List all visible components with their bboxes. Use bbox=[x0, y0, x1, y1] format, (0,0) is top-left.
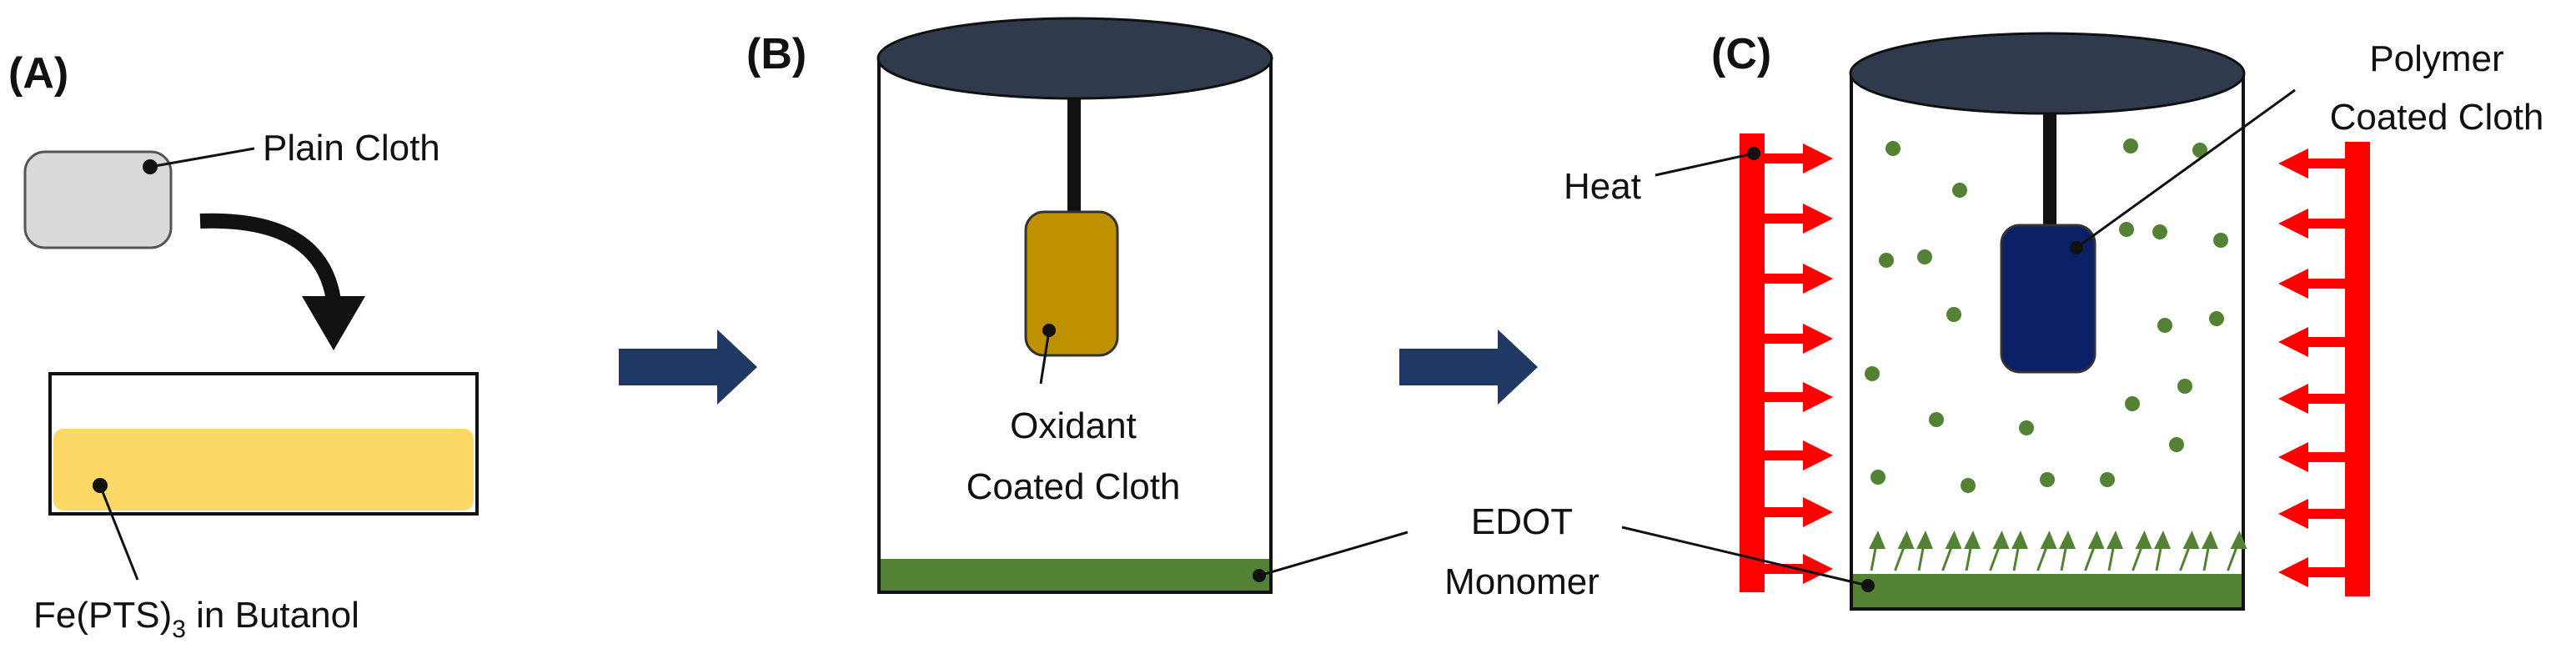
heat-arrow-icon bbox=[1763, 497, 1833, 527]
edot-vapor-arrows bbox=[1869, 531, 2247, 571]
edot-vapor-dot bbox=[1870, 470, 1886, 485]
polymer-cloth-leader-line bbox=[2076, 88, 2296, 249]
heat-arrow-icon bbox=[2278, 499, 2347, 529]
chamber-b-hanger bbox=[1067, 98, 1081, 215]
edot-vapor-particles bbox=[1865, 138, 2228, 493]
vapor-arrow-icon bbox=[2011, 531, 2028, 571]
solution-leader-line bbox=[98, 485, 139, 581]
edot-vapor-dot bbox=[1961, 478, 1976, 493]
edot-vapor-dot bbox=[2169, 437, 2184, 452]
heat-arrow-icon bbox=[1763, 204, 1833, 234]
edot-vapor-dot bbox=[2152, 224, 2167, 239]
edot-label-line1: EDOT bbox=[1471, 501, 1573, 542]
plain-cloth-label: Plain Cloth bbox=[263, 128, 440, 169]
polymer-cloth-label-line1: Polymer bbox=[2369, 38, 2503, 79]
edot-vapor-dot bbox=[2192, 143, 2207, 158]
panel-c-label: (C) bbox=[1711, 30, 1771, 78]
curved-down-arrow-icon bbox=[199, 213, 365, 350]
vapor-arrow-icon bbox=[2106, 531, 2123, 571]
panel-b-label: (B) bbox=[746, 30, 806, 78]
heat-arrow-icon bbox=[2278, 442, 2347, 472]
heat-arrow-icon bbox=[1763, 440, 1833, 470]
heater-right bbox=[2345, 142, 2370, 596]
heat-arrows bbox=[1763, 143, 2347, 587]
edot-b-leader-line bbox=[1258, 531, 1409, 577]
panel-a: (A) Plain Cloth Fe(PTS)3 in Butanol bbox=[8, 49, 479, 643]
edot-vapor-dot bbox=[2040, 472, 2055, 487]
heat-arrow-icon bbox=[1763, 143, 1833, 174]
vapor-arrow-icon bbox=[2084, 531, 2105, 571]
edot-vapor-dot bbox=[2157, 318, 2172, 333]
heater-left bbox=[1740, 133, 1765, 592]
plain-cloth-leader-line bbox=[149, 147, 255, 169]
edot-vapor-dot bbox=[1879, 253, 1894, 268]
polymer-cloth-label-line2: Coated Cloth bbox=[2330, 97, 2544, 138]
heat-arrow-icon bbox=[2278, 209, 2347, 239]
oxidant-cloth-label-line1: Oxidant bbox=[1010, 405, 1137, 446]
vapor-arrow-icon bbox=[2059, 531, 2076, 571]
panel-a-label: (A) bbox=[8, 49, 68, 98]
heat-arrow-icon bbox=[1763, 324, 1833, 354]
iron-tosylate-solution bbox=[53, 429, 474, 511]
chamber-c-hanger bbox=[2043, 113, 2056, 230]
edot-vapor-dot bbox=[1917, 249, 1932, 264]
edot-vapor-dot bbox=[1946, 307, 1961, 322]
heat-arrow-icon bbox=[1763, 382, 1833, 412]
edot-label-line2: Monomer bbox=[1444, 561, 1599, 602]
edot-vapor-dot bbox=[1886, 141, 1901, 156]
edot-vapor-dot bbox=[2125, 396, 2140, 411]
edot-vapor-dot bbox=[1865, 366, 1880, 381]
solution-label: Fe(PTS)3 in Butanol bbox=[33, 595, 359, 643]
edot-vapor-dot bbox=[2213, 233, 2228, 248]
vapor-arrow-icon bbox=[1894, 531, 1915, 571]
vapor-arrow-icon bbox=[2179, 531, 2200, 571]
polymer-coated-cloth bbox=[2000, 224, 2096, 374]
edot-vapor-dot bbox=[2123, 138, 2138, 153]
vapor-arrow-icon bbox=[2154, 531, 2171, 571]
oxidant-cloth-label-line2: Coated Cloth bbox=[967, 466, 1181, 507]
vapor-arrow-icon bbox=[1916, 531, 1933, 571]
vapor-arrow-icon bbox=[2202, 531, 2218, 571]
right-arrow-icon bbox=[619, 330, 757, 405]
vapor-arrow-icon bbox=[2132, 531, 2152, 571]
edot-vapor-dot bbox=[2019, 420, 2034, 435]
heat-leader-line bbox=[1655, 152, 1755, 177]
vapor-arrow-icon bbox=[1941, 531, 1962, 571]
panel-b: (B) Oxidant Coated Cloth bbox=[746, 17, 1409, 594]
edot-c-pointer-dot bbox=[1861, 579, 1875, 592]
heat-arrow-icon bbox=[2278, 327, 2347, 357]
oxidant-cloth-leader-line bbox=[1039, 330, 1051, 385]
edot-monomer-layer-c bbox=[1853, 574, 2242, 607]
edot-vapor-dot bbox=[2100, 472, 2115, 487]
edot-vapor-dot bbox=[2177, 379, 2192, 394]
edot-vapor-dot bbox=[1952, 183, 1967, 198]
heat-arrow-icon bbox=[2278, 148, 2347, 179]
vapor-arrow-icon bbox=[1989, 531, 2010, 571]
edot-vapor-dot bbox=[1929, 412, 1944, 427]
vapor-arrow-icon bbox=[1869, 531, 1886, 571]
heat-arrow-icon bbox=[2278, 557, 2347, 587]
plain-cloth bbox=[23, 150, 173, 249]
chamber-b-lid bbox=[876, 17, 1273, 100]
oxidant-coated-cloth bbox=[1024, 210, 1119, 357]
heat-arrow-icon bbox=[1763, 264, 1833, 294]
vapor-arrow-icon bbox=[1964, 531, 1981, 571]
right-arrow-icon bbox=[1399, 330, 1538, 405]
heat-arrow-icon bbox=[2278, 269, 2347, 299]
edot-vapor-dot bbox=[2119, 222, 2134, 237]
edot-monomer-layer-b bbox=[881, 559, 1269, 591]
heat-arrow-icon bbox=[2278, 384, 2347, 414]
heat-label: Heat bbox=[1564, 166, 1641, 207]
edot-vapor-dot bbox=[2209, 311, 2224, 326]
edot-c-leader-line bbox=[1621, 526, 1869, 587]
vapor-arrow-icon bbox=[2227, 531, 2247, 571]
heat-pointer-dot bbox=[1747, 147, 1760, 160]
vapor-arrow-icon bbox=[2036, 531, 2057, 571]
panel-c: (C) Polymer Coated Cloth Heat bbox=[1564, 30, 2544, 611]
chamber-c-lid bbox=[1849, 32, 2246, 115]
